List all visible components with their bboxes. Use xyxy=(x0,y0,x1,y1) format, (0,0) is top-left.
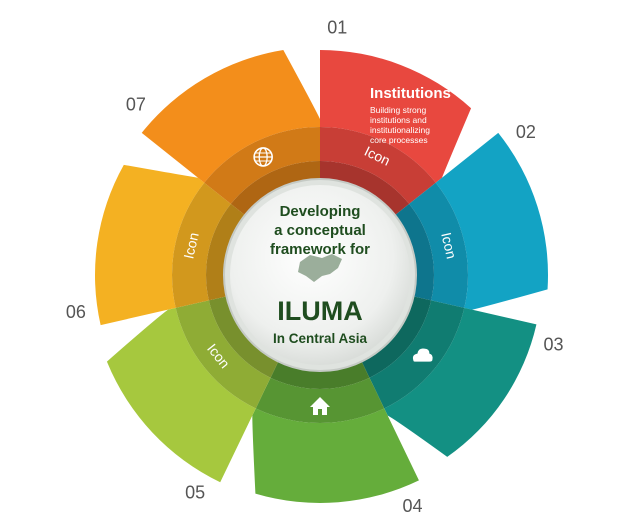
segment-07-outer xyxy=(141,49,320,183)
segment-01-inner-ring xyxy=(320,161,410,216)
segment-01-outer xyxy=(320,50,472,183)
segment-05-ring xyxy=(175,300,271,409)
segment-05-number: 05 xyxy=(185,483,205,503)
segment-02-ring xyxy=(409,182,469,308)
segment-07-number: 07 xyxy=(126,95,146,115)
center-region: In Central Asia xyxy=(273,331,368,346)
segment-04-number: 04 xyxy=(402,496,422,516)
central-asia-map-icon xyxy=(298,254,342,282)
segment-01-desc-line: institutionalizing xyxy=(370,125,430,135)
segment-04-outer xyxy=(252,408,419,504)
center-line-2: a conceptual xyxy=(274,222,366,239)
segment-07-inner-ring xyxy=(230,161,320,216)
home-icon xyxy=(310,397,330,415)
segment-01-number: 01 xyxy=(327,17,347,37)
cloud-icon xyxy=(412,348,433,362)
segment-01-desc-line: Building strong xyxy=(370,105,427,115)
globe-icon xyxy=(253,147,273,167)
segment-05-inner-ring xyxy=(208,296,279,378)
center-line-3: framework for xyxy=(270,241,370,258)
segment-01-desc-line: core processes xyxy=(370,135,428,145)
segment-02-outer xyxy=(435,132,548,310)
segment-02-ring-label: Icon xyxy=(438,231,459,260)
segment-06-number: 06 xyxy=(66,302,86,322)
segment-03-outer xyxy=(384,307,537,457)
segment-06-ring xyxy=(172,182,231,308)
segment-02-number: 02 xyxy=(516,122,536,142)
segment-01-title: Institutions xyxy=(370,85,451,102)
segment-03-number: 03 xyxy=(543,335,563,355)
segment-01-ring xyxy=(320,127,436,204)
segment-05-outer xyxy=(106,307,256,483)
segment-06-outer xyxy=(94,164,205,326)
segment-06-ring-label: Icon xyxy=(180,231,201,260)
center-acronym: ILUMA xyxy=(277,296,362,326)
segment-01-desc-line: institutions and xyxy=(370,115,427,125)
center-line-1: Developing xyxy=(280,203,361,220)
segment-03-inner-ring xyxy=(361,296,432,378)
